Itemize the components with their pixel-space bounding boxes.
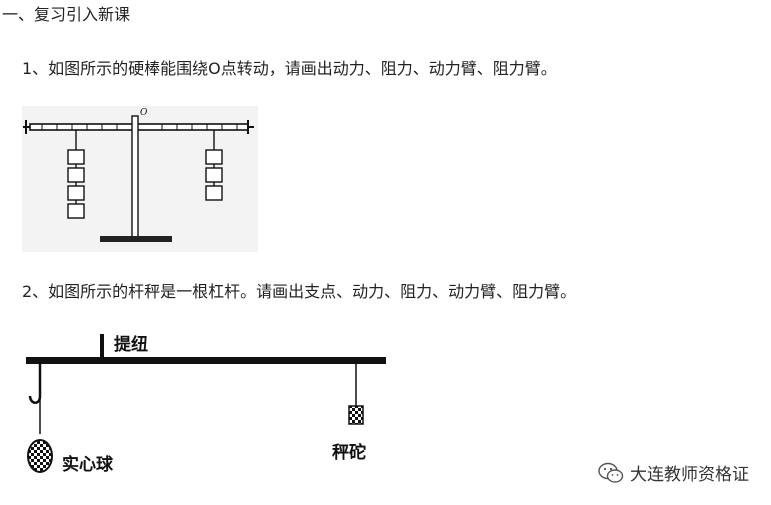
pivot-label: O <box>140 108 148 118</box>
section-heading: 一、复习引入新课 <box>2 5 131 24</box>
counterweight <box>348 405 364 425</box>
lever-balance-figure: O <box>22 106 258 252</box>
question-2-text: 2、如图所示的杆秤是一根杠杆。请画出支点、动力、阻力、动力臂、阻力臂。 <box>22 282 577 301</box>
wechat-icon <box>598 462 624 483</box>
weight-label: 秤砣 <box>332 442 366 463</box>
solid-ball <box>27 439 53 473</box>
handle-label: 提纽 <box>114 334 148 355</box>
watermark: 大连教师资格证 <box>598 460 749 485</box>
steelyard-figure: 提纽 实心球 秤砣 <box>26 334 386 475</box>
question-1-text: 1、如图所示的硬棒能围绕O点转动，请画出动力、阻力、动力臂、阻力臂。 <box>22 59 557 78</box>
watermark-text: 大连教师资格证 <box>630 465 749 485</box>
right-weights <box>205 130 223 201</box>
ball-label: 实心球 <box>62 454 114 475</box>
left-weights <box>67 130 85 219</box>
